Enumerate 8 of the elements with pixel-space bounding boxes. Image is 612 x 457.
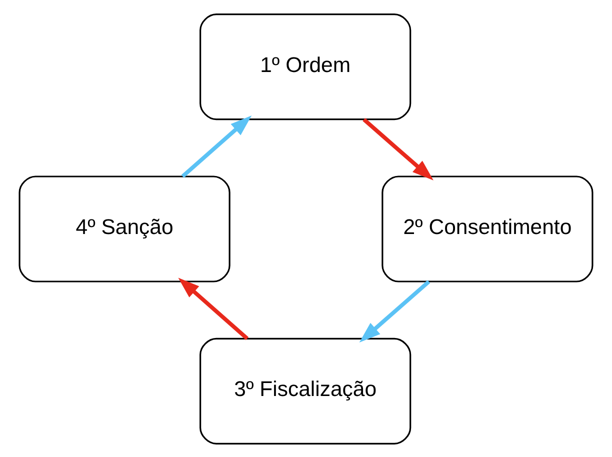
arrow bbox=[359, 280, 430, 342]
arrow bbox=[178, 277, 249, 340]
arrow bbox=[181, 115, 252, 178]
node-box: 4º Sanção bbox=[18, 175, 230, 282]
arrow bbox=[362, 118, 434, 180]
node-box: 3º Fiscalização bbox=[200, 337, 412, 444]
node-box: 1º Ordem bbox=[200, 13, 412, 120]
node-box: 2º Consentimento bbox=[382, 175, 594, 282]
